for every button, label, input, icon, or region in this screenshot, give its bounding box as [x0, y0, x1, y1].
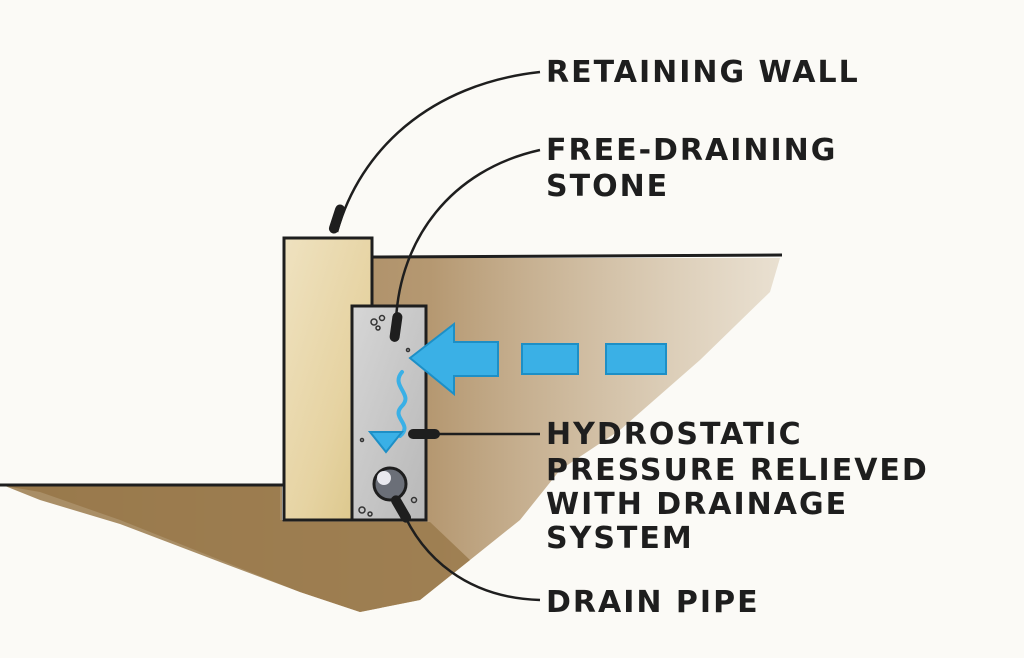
label-drain-pipe: DRAIN PIPE	[546, 585, 760, 620]
label-retaining-wall: RETAINING WALL	[546, 55, 860, 90]
drain-pipe-highlight	[377, 471, 391, 485]
drainage-down-arrow-icon	[367, 431, 405, 454]
leader-free-draining-stone	[394, 148, 541, 321]
soil-foreground	[5, 486, 470, 612]
water-dash-2	[605, 343, 667, 375]
label-hydrostatic-line3: WITH DRAINAGE	[546, 487, 848, 522]
leader-tip-drain-pipe	[391, 495, 411, 523]
leader-tip-hydrostatic	[408, 429, 440, 439]
label-hydrostatic-line4: SYSTEM	[546, 521, 694, 556]
water-pressure-arrow-icon	[408, 321, 499, 397]
drain-pipe-icon	[372, 466, 408, 502]
label-free-draining-line2: STONE	[546, 169, 669, 204]
label-free-draining-line1: FREE-DRAINING	[546, 133, 837, 168]
ground-line-right	[371, 253, 783, 259]
drainage-flow-squiggle-icon	[396, 370, 408, 438]
leader-tip-retaining-wall	[328, 204, 346, 234]
leader-tip-free-draining-stone	[389, 312, 403, 342]
leader-retaining-wall	[335, 70, 541, 233]
label-hydrostatic-line2: PRESSURE RELIEVED	[546, 453, 929, 488]
water-dash-1	[521, 343, 579, 375]
label-hydrostatic-line1: HYDROSTATIC	[546, 417, 803, 452]
